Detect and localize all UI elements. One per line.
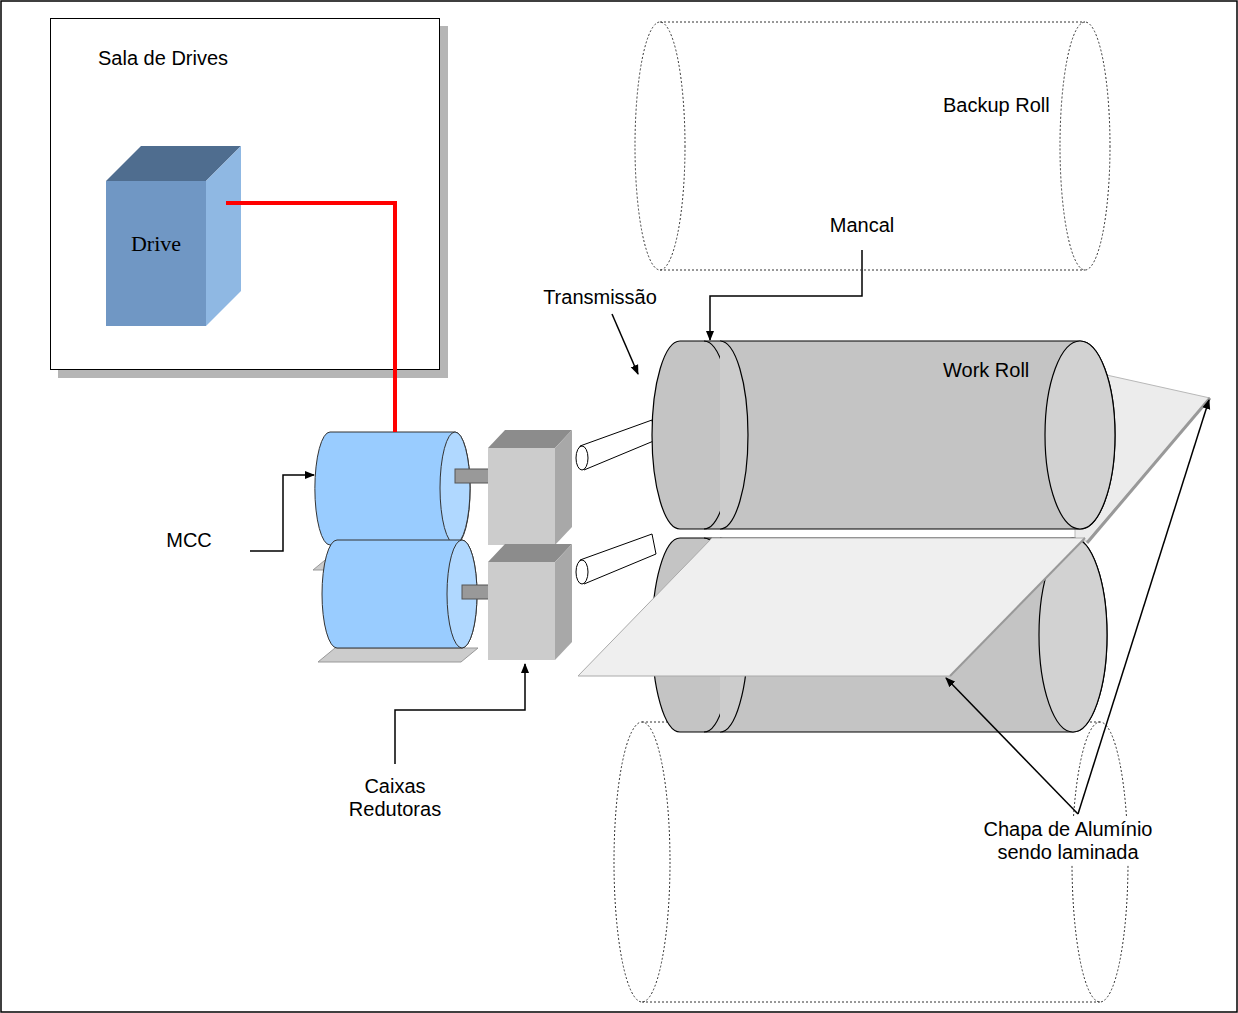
- leader-line: [946, 678, 1078, 814]
- text-holder: Backup Roll: [943, 94, 1050, 117]
- leader-line: [612, 314, 638, 374]
- drive-cabinet: Drive: [106, 146, 246, 328]
- node-text: Work Roll: [943, 359, 1029, 382]
- part-label: Mancal: [830, 214, 894, 237]
- room-box: Sala de DrivesDrive: [50, 18, 440, 370]
- text-holder: MCC: [149, 529, 229, 552]
- gearbox: [488, 544, 572, 660]
- text-holder: Transmissão: [520, 286, 680, 309]
- part-label: Caixas Redutoras: [330, 775, 460, 821]
- transmission-shaft: [576, 534, 656, 584]
- leader-line: [250, 475, 314, 551]
- text-holder: Caixas Redutoras: [330, 775, 460, 821]
- text-holder: Drive: [106, 231, 206, 256]
- node-text: Backup Roll: [943, 94, 1050, 117]
- part-label: Transmissão: [543, 286, 657, 309]
- sheet-front: [578, 538, 1085, 676]
- backup-roll: Backup Roll: [620, 18, 1120, 276]
- leader-line: [710, 250, 862, 340]
- text-holder: Chapa de Alumínio sendo laminada: [961, 818, 1176, 864]
- leader-line: [395, 664, 525, 764]
- node-text: Drive: [106, 231, 206, 256]
- dc-motor: [318, 540, 489, 662]
- gearbox: [488, 430, 572, 545]
- part-label: MCC: [166, 529, 212, 552]
- work-roll-shape: [650, 340, 1120, 532]
- text-holder: Work Roll: [943, 359, 1029, 382]
- sheet-edge: [950, 538, 1085, 676]
- text-holder: Sala de Drives: [98, 47, 228, 70]
- text-holder: Mancal: [802, 214, 922, 237]
- work-roll: Work Roll: [650, 340, 1120, 532]
- power-cable: [226, 203, 395, 432]
- node-text: Sala de Drives: [98, 47, 228, 70]
- part-label: Chapa de Alumínio sendo laminada: [961, 818, 1176, 864]
- backup-roll-shape: [620, 18, 1120, 276]
- transmission-shaft: [576, 420, 656, 470]
